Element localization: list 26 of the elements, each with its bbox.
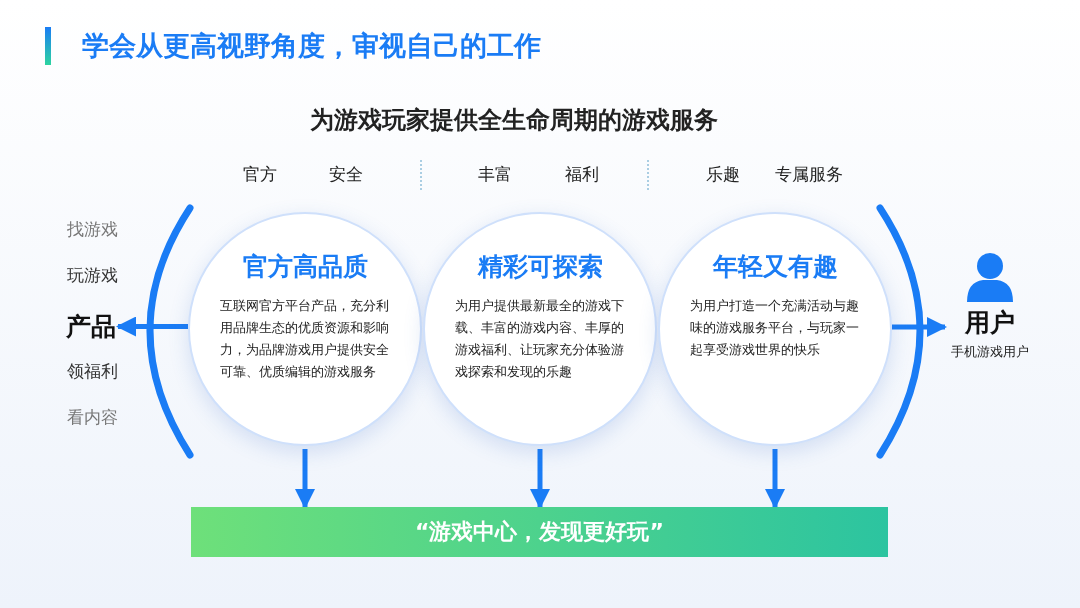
user-label: 用户 <box>965 307 1015 339</box>
keyword-text: 福利 <box>565 163 599 186</box>
description-text: 互联网官方平台产品，充分利用品牌生态的优质资源和影响力，为品牌游戏用户提供安全可靠、优质编辑的游戏服务 <box>220 297 390 381</box>
menu-item-text: 玩游戏 <box>67 264 118 287</box>
user-description: 手机游戏用户 <box>951 343 1029 361</box>
menu-item-text: 找游戏 <box>67 218 118 241</box>
arrow <box>892 317 947 337</box>
keyword-text: 乐趣 <box>706 163 740 186</box>
menu-item-text: 领福利 <box>67 360 118 383</box>
circle-heading: 年轻又有趣 <box>712 251 838 283</box>
keyword-text: 安全 <box>329 163 363 186</box>
description-text: 为用户提供最新最全的游戏下载、丰富的游戏内容、丰厚的游戏福利、让玩家充分体验游戏探索和发现的乐趣 <box>455 297 625 381</box>
circle-heading: 官方高品质 <box>242 251 368 283</box>
menu-item-text: 看内容 <box>67 406 118 429</box>
description-text: 为用户打造一个充满活动与趣味的游戏服务平台，与玩家一起享受游戏世界的快乐 <box>690 297 860 359</box>
subtitle: 为游戏玩家提供全生命周期的游戏服务 <box>310 105 718 136</box>
product-label: 产品 <box>66 310 116 343</box>
keyword-text: 丰富 <box>478 163 512 186</box>
circle-heading: 精彩可探索 <box>477 251 603 283</box>
arrow <box>295 449 315 509</box>
slide-title: 学会从更高视野角度，审视自己的工作 <box>82 29 541 63</box>
slogan-banner: “游戏中心，发现更好玩” <box>191 507 888 557</box>
keyword-text: 专属服务 <box>775 163 843 186</box>
keyword-text: 官方 <box>243 163 277 186</box>
arrow <box>116 316 188 337</box>
arrow <box>765 449 785 509</box>
